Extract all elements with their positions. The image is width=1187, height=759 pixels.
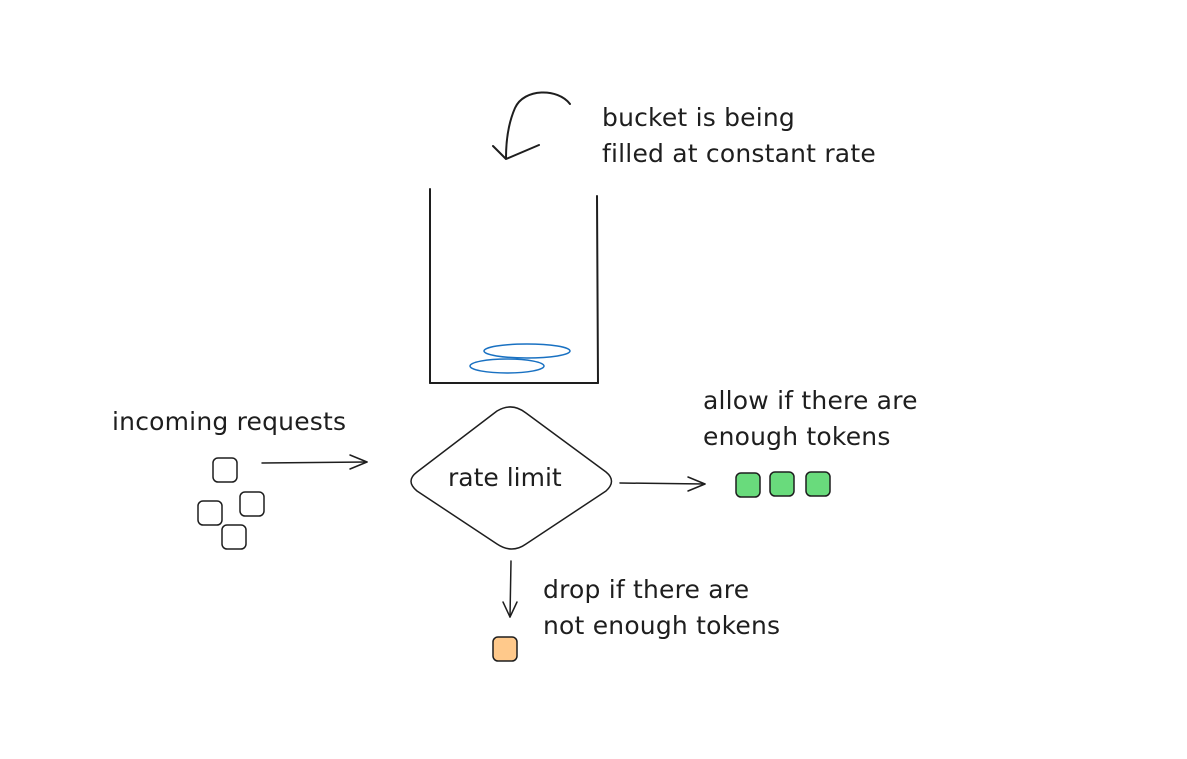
allowed-requests: [735, 471, 831, 498]
bucket-tokens: [469, 343, 571, 374]
dropped-request-box: [492, 636, 518, 662]
allowed-request-box: [769, 471, 795, 497]
incoming-requests: [197, 457, 265, 550]
rate-limit-label: rate limit: [448, 463, 562, 492]
allowed-request-box: [805, 471, 831, 497]
drop-note-line-1: drop if there are: [543, 575, 750, 604]
request-box: [239, 491, 265, 517]
incoming-arrow: [261, 454, 368, 470]
fill-rate-note: bucket is being filled at constant rate: [602, 100, 876, 172]
token: [469, 358, 545, 374]
request-box: [212, 457, 238, 483]
rate-limit-diamond: [410, 406, 613, 550]
drop-note: drop if there are not enough tokens: [543, 572, 780, 644]
incoming-requests-label: incoming requests: [112, 407, 347, 436]
allowed-request-box: [735, 472, 761, 498]
request-box: [221, 524, 247, 550]
fill-arrow: [492, 91, 571, 160]
drop-note-line-2: not enough tokens: [543, 611, 781, 640]
allow-note: allow if there are enough tokens: [703, 383, 918, 455]
bucket: [429, 188, 599, 384]
allow-note-line-1: allow if there are: [703, 386, 918, 415]
fill-rate-note-line-1: bucket is being: [602, 103, 796, 132]
token: [483, 343, 571, 359]
request-box: [197, 500, 223, 526]
fill-rate-note-line-2: filled at constant rate: [602, 139, 876, 168]
allow-arrow: [619, 476, 706, 492]
allow-note-line-2: enough tokens: [703, 422, 891, 451]
drop-arrow: [502, 560, 518, 618]
